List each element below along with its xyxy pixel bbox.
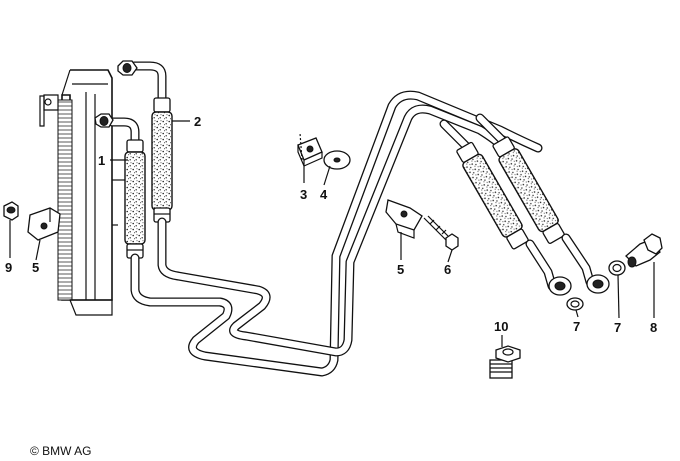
callout-1: 1 (98, 153, 105, 168)
part-6-screw (423, 215, 459, 251)
steel-oil-line-inner (157, 104, 509, 357)
part-7-seal-ring-a (566, 297, 584, 311)
oil-line-hose-1 (94, 113, 146, 259)
part-5-bracket-right (385, 199, 423, 239)
right-hose-a-banjo (548, 276, 572, 296)
right-hose-b-banjo (586, 274, 610, 294)
oil-line-hose-2 (117, 60, 173, 223)
hose-1-union-nut (94, 113, 114, 128)
leader-lines (9, 120, 655, 347)
hose-2-union-nut (117, 60, 138, 76)
callout-3: 3 (300, 187, 307, 202)
part-4-washer (323, 150, 351, 170)
callout-6: 6 (444, 262, 451, 277)
part-8-union-fitting (625, 233, 663, 268)
right-hose-a (439, 119, 572, 296)
callout-7-right: 7 (614, 320, 621, 335)
oil-cooler-radiator (39, 69, 125, 316)
part-5-bracket-left (27, 207, 61, 241)
part-7-seal-ring-b (608, 260, 626, 276)
callout-9: 9 (5, 260, 12, 275)
callout-2: 2 (194, 114, 201, 129)
callout-5-right: 5 (397, 262, 404, 277)
part-9-nut (3, 201, 19, 221)
callout-10: 10 (494, 319, 508, 334)
right-hose-b (475, 113, 610, 294)
callout-5-left: 5 (32, 260, 39, 275)
steel-oil-line-outer (130, 90, 543, 377)
callout-8: 8 (650, 320, 657, 335)
callout-4: 4 (320, 187, 328, 202)
callout-7-left: 7 (573, 319, 580, 334)
copyright-notice: © BMW AG (30, 444, 92, 458)
part-10-adapter (489, 345, 521, 379)
